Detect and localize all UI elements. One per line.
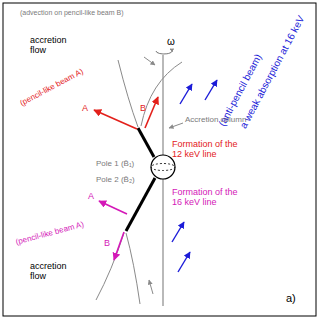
beam-arrow: [205, 80, 217, 100]
neutron-star: [151, 155, 175, 179]
beam-arrow: [94, 110, 137, 129]
accretion-column: [138, 128, 154, 157]
rotation-axis: [162, 55, 163, 306]
omega-symbol: ω: [167, 36, 175, 47]
panel-frame: [3, 3, 316, 316]
line-formation-note: Formation of the 12 keV line: [172, 140, 250, 160]
flow-label: accretion flow: [30, 36, 76, 56]
beam-letter: A: [82, 104, 88, 114]
beam-arrow: [172, 222, 184, 242]
accretion-stream: [118, 60, 138, 127]
leader-arrow: [169, 123, 183, 128]
beam-arrow: [178, 252, 190, 272]
flow-arrow: [149, 280, 153, 294]
flow-arrow: [144, 57, 155, 65]
beam-note: (pencil-like beam A): [15, 221, 85, 248]
column-label: Accretion column: [185, 116, 249, 125]
panel-letter: a): [286, 292, 296, 304]
beam-letter: A: [88, 192, 94, 202]
flow-label: accretion flow: [30, 262, 76, 282]
rotation-arrow: [156, 49, 172, 54]
beam-arrow: [180, 84, 192, 104]
accretion-stream: [126, 233, 140, 304]
beam-letter: B: [104, 239, 110, 249]
accretion-stream: [96, 233, 124, 300]
note: (advection on pencil-like beam B): [20, 9, 124, 17]
beam-letter: B: [140, 104, 146, 114]
accretion-column: [126, 178, 155, 231]
beam-arrow: [145, 97, 158, 128]
line-formation-note: Formation of the 16 keV line: [172, 188, 250, 208]
beam-arrow: [99, 201, 127, 214]
accretion-stream: [141, 62, 182, 126]
pole-label: Pole 2 (B̄₂): [96, 176, 135, 185]
beam-note: (pencil-like beam A): [19, 68, 85, 109]
pole-label: Pole 1 (B̄₁): [96, 160, 134, 169]
beam-arrow: [114, 232, 124, 260]
star-equator: [151, 164, 175, 171]
